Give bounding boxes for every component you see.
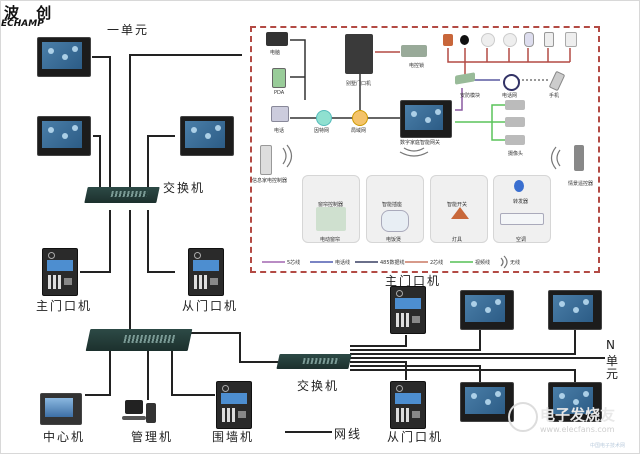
legend-label: 2芯线 bbox=[430, 260, 444, 266]
siren-icon bbox=[443, 34, 453, 46]
repeater-icon bbox=[514, 180, 524, 192]
card-top-label: 转发器 bbox=[513, 199, 529, 205]
curtain-icon bbox=[316, 207, 346, 231]
emergency-button-icon bbox=[544, 32, 554, 47]
pda-icon bbox=[272, 68, 286, 88]
phone-net-label: 电话网 bbox=[502, 93, 518, 99]
smoke-detector-icon bbox=[481, 33, 495, 47]
smart-gateway bbox=[400, 100, 452, 138]
wire-to-home bbox=[129, 54, 242, 57]
unit-n-char: 元 bbox=[606, 367, 621, 381]
ip-camera-icon bbox=[460, 35, 469, 45]
door-station bbox=[390, 381, 426, 429]
gateway-label: 数字家庭智能网关 bbox=[400, 140, 441, 146]
phone-icon bbox=[271, 106, 289, 122]
camera-icon bbox=[505, 117, 525, 127]
router-icon bbox=[316, 110, 332, 126]
villa-door-label: 别墅门口机 bbox=[346, 81, 372, 87]
door-station bbox=[390, 286, 426, 334]
mobile-label: 手机 bbox=[549, 93, 560, 99]
center-label: 中心机 bbox=[43, 430, 86, 444]
air-conditioner-icon bbox=[500, 213, 544, 225]
pc-tower-icon bbox=[146, 403, 156, 423]
gas-detector-icon bbox=[503, 33, 517, 47]
card-bottom-label: 电饭煲 bbox=[386, 237, 402, 243]
manager-label: 管理机 bbox=[131, 430, 174, 444]
indoor-monitor bbox=[548, 382, 602, 422]
watermark-sub: 中国电子技术网 bbox=[590, 443, 626, 449]
legend-label: 无线 bbox=[510, 260, 521, 266]
door-sensor-icon bbox=[565, 32, 577, 47]
appliance-card-lamp bbox=[430, 175, 488, 243]
camera-icon bbox=[505, 100, 525, 110]
door-station bbox=[188, 248, 224, 296]
main-door-label: 主门口机 bbox=[36, 299, 93, 313]
door-station bbox=[42, 248, 78, 296]
scene-remote-icon bbox=[574, 145, 584, 171]
card-bottom-label: 电动窗帘 bbox=[320, 237, 341, 243]
indoor-monitor bbox=[460, 382, 514, 422]
network-switch bbox=[84, 187, 160, 203]
broadband-label: 局域网 bbox=[351, 128, 367, 134]
legend-label: 电话线 bbox=[335, 260, 351, 266]
unit-n-char: 单 bbox=[606, 354, 621, 368]
wire-panel1 bbox=[92, 56, 111, 190]
center-console bbox=[40, 393, 82, 425]
sub-door-label: 从门口机 bbox=[387, 430, 444, 444]
main-door-label: 主门口机 bbox=[385, 274, 442, 288]
unit-n-letter: N bbox=[606, 338, 617, 352]
router-label: 因特网 bbox=[314, 128, 330, 134]
card-bottom-label: 灯具 bbox=[452, 237, 463, 243]
home-network-box bbox=[250, 26, 600, 273]
brand-name-en: ECHAMP bbox=[1, 19, 44, 29]
lamp-icon bbox=[451, 207, 469, 219]
indoor-monitor bbox=[37, 116, 91, 156]
card-top-label: 智能开关 bbox=[447, 202, 468, 208]
elock-label: 电控锁 bbox=[409, 63, 425, 69]
keyboard-icon bbox=[122, 416, 146, 420]
legend-label: 视频线 bbox=[475, 260, 491, 266]
pir-sensor-icon bbox=[524, 32, 534, 47]
scene-remote-label: 情景遥控器 bbox=[568, 181, 594, 187]
alarm-module-label: 安防模块 bbox=[460, 93, 481, 99]
watermark-url: www.elecfans.com bbox=[540, 425, 615, 434]
card-top-label: 窗帘控制器 bbox=[318, 202, 344, 208]
appliance-card-cooker bbox=[366, 175, 424, 243]
indoor-monitor bbox=[548, 290, 602, 330]
phone-label: 电话 bbox=[274, 128, 285, 134]
sub-door-label: 从门口机 bbox=[182, 299, 239, 313]
legend-network-cable: 网线 bbox=[334, 427, 363, 441]
villa-door-station bbox=[345, 34, 373, 74]
core-switch bbox=[85, 329, 193, 351]
camera-icon bbox=[505, 135, 525, 145]
card-bottom-label: 空调 bbox=[516, 237, 527, 243]
brand-name-cn: 波 创 bbox=[4, 4, 58, 22]
wall-station bbox=[216, 381, 252, 429]
legend-label: 485数据线 bbox=[380, 260, 405, 266]
phone-network-icon bbox=[503, 74, 520, 91]
indoor-monitor bbox=[460, 290, 514, 330]
switch-label: 交换机 bbox=[163, 181, 206, 195]
pda-label: PDA bbox=[274, 90, 285, 96]
indoor-monitor bbox=[37, 37, 91, 77]
wall-label: 围墙机 bbox=[212, 430, 255, 444]
indoor-monitor bbox=[180, 116, 234, 156]
broadband-icon bbox=[352, 110, 368, 126]
camera-label: 摄像头 bbox=[508, 151, 524, 157]
electric-lock-icon bbox=[401, 45, 427, 57]
rice-cooker-icon bbox=[381, 210, 409, 232]
pc-icon bbox=[266, 32, 288, 46]
watermark-brand: 电子发烧友 bbox=[540, 406, 616, 424]
unit-one-label: 一单元 bbox=[107, 23, 150, 37]
pc-monitor-icon bbox=[125, 400, 143, 414]
legend-label: 5芯线 bbox=[287, 260, 301, 266]
watermark-logo-icon bbox=[508, 402, 538, 432]
switch-label: 交换机 bbox=[297, 379, 340, 393]
pc-label: 电脑 bbox=[270, 50, 281, 56]
info-remote-label: 信息家电控制器 bbox=[252, 178, 288, 184]
card-top-label: 智能插座 bbox=[382, 202, 403, 208]
info-remote-icon bbox=[260, 145, 272, 175]
network-switch bbox=[276, 354, 352, 369]
